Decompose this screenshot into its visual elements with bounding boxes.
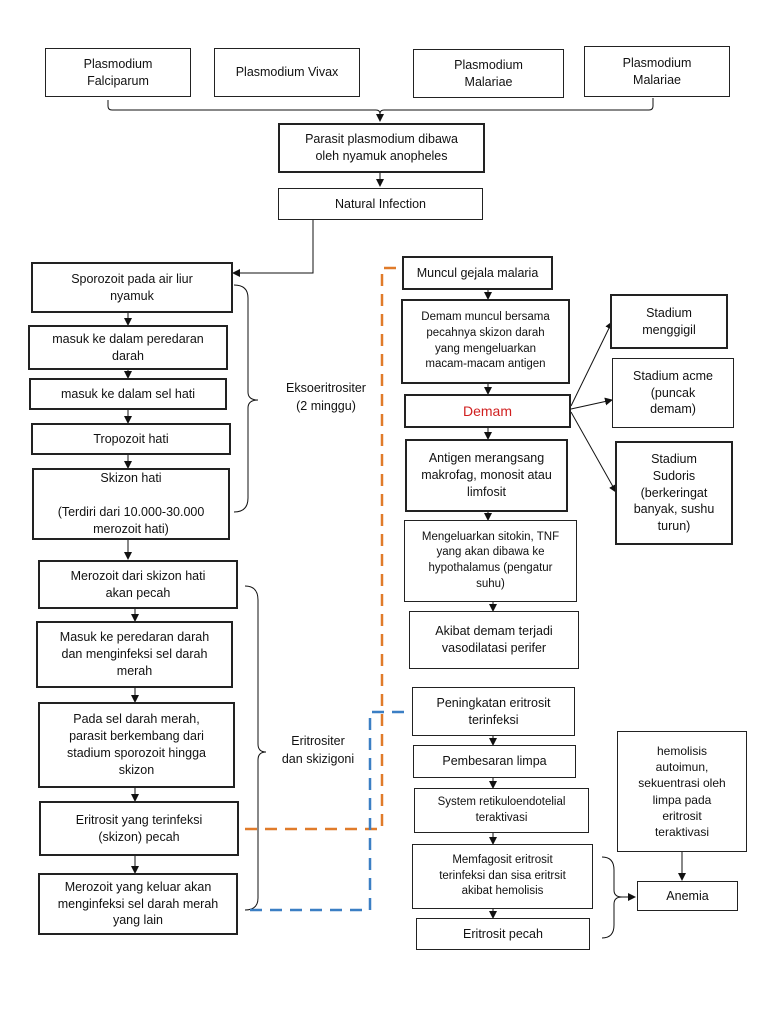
- label-eksoeritrositer: Eksoeritrositer (2 minggu): [286, 381, 366, 413]
- type-vivax: Plasmodium Vivax: [214, 48, 360, 97]
- stadium-acme: Stadium acme (puncak demam): [612, 358, 734, 428]
- type-malariae-2: Plasmodium Malariae: [584, 46, 730, 97]
- mid-step-1: Muncul gejala malaria: [402, 256, 553, 290]
- left-step-3: masuk ke dalam sel hati: [29, 378, 227, 410]
- anemia-box: Anemia: [637, 881, 738, 911]
- left-step-9: Eritrosit yang terinfeksi (skizon) pecah: [39, 801, 239, 856]
- label-eritrositer: Eritrositer dan skizigoni: [281, 734, 355, 766]
- low-step-3: System retikuloendotelial teraktivasi: [414, 788, 589, 833]
- hemolisis-box: hemolisis autoimun, sekuentrasi oleh lim…: [617, 731, 747, 852]
- low-step-4: Memfagosit eritrosit terinfeksi dan sisa…: [412, 844, 593, 909]
- left-step-10: Merozoit yang keluar akan menginfeksi se…: [38, 873, 238, 935]
- mid-step-4: Antigen merangsang makrofag, monosit ata…: [405, 439, 568, 512]
- type-malariae-1: Plasmodium Malariae: [413, 49, 564, 98]
- natural-infection-box: Natural Infection: [278, 188, 483, 220]
- parasit-box: Parasit plasmodium dibawa oleh nyamuk an…: [278, 123, 485, 173]
- mid-step-demam: Demam: [404, 394, 571, 428]
- low-step-5: Eritrosit pecah: [416, 918, 590, 950]
- left-step-7: Masuk ke peredaran darah dan menginfeksi…: [36, 621, 233, 688]
- type-falciparum: Plasmodium Falciparum: [45, 48, 191, 97]
- left-step-6: Merozoit dari skizon hati akan pecah: [38, 560, 238, 609]
- mid-step-6: Akibat demam terjadi vasodilatasi perife…: [409, 611, 579, 669]
- low-step-2: Pembesaran limpa: [413, 745, 576, 778]
- left-step-4: Tropozoit hati: [31, 423, 231, 455]
- left-step-1: Sporozoit pada air liur nyamuk: [31, 262, 233, 313]
- left-step-2: masuk ke dalam peredaran darah: [28, 325, 228, 370]
- mid-step-5: Mengeluarkan sitokin, TNF yang akan diba…: [404, 520, 577, 602]
- left-step-5: Skizon hati (Terdiri dari 10.000-30.000 …: [32, 468, 230, 540]
- stadium-menggigil: Stadium menggigil: [610, 294, 728, 349]
- mid-step-2: Demam muncul bersama pecahnya skizon dar…: [401, 299, 570, 384]
- left-step-8: Pada sel darah merah, parasit berkembang…: [38, 702, 235, 788]
- stadium-sudoris: Stadium Sudoris (berkeringat banyak, sus…: [615, 441, 733, 545]
- low-step-1: Peningkatan eritrosit terinfeksi: [412, 687, 575, 736]
